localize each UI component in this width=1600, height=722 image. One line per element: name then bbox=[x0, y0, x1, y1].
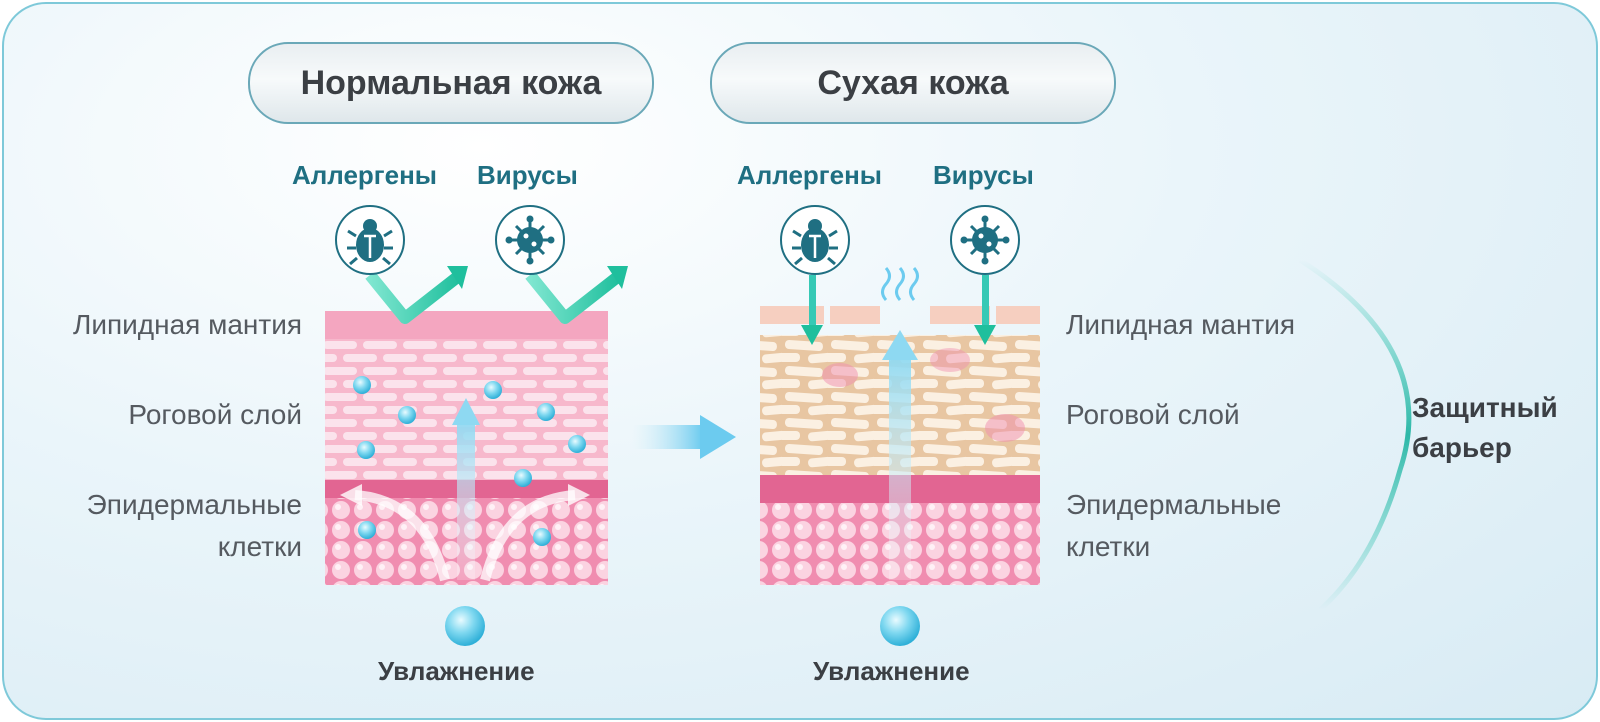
epidermal-label-2: клетки bbox=[217, 531, 302, 562]
normal-skin-block bbox=[325, 266, 628, 585]
dry-skin-title: Сухая кожа bbox=[710, 42, 1116, 124]
normal-skin-title: Нормальная кожа bbox=[248, 42, 654, 124]
lipid-mantle-label: Липидная мантия bbox=[1066, 309, 1296, 340]
epidermal-label: Эпидермальные bbox=[1066, 489, 1282, 520]
dry-skin-block bbox=[760, 267, 1040, 585]
bug-icon bbox=[780, 205, 850, 275]
epidermal-label: Эпидермальные bbox=[86, 489, 302, 520]
barrier-line-1: Защитный bbox=[1412, 392, 1558, 423]
epidermal-label-2: клетки bbox=[1066, 531, 1151, 562]
horny-layer-label: Роговой слой bbox=[1066, 399, 1240, 430]
water-droplets bbox=[353, 376, 586, 546]
viruses-label: Вирусы bbox=[477, 160, 578, 190]
protective-barrier-label: Защитный барьер bbox=[1412, 388, 1558, 468]
virus-icon bbox=[495, 205, 565, 275]
allergens-label: Аллергены bbox=[737, 160, 883, 190]
arrow-icon bbox=[632, 415, 736, 459]
allergens-label: Аллергены bbox=[292, 160, 438, 190]
bug-icon bbox=[335, 205, 405, 275]
viruses-label: Вирусы bbox=[933, 160, 1034, 190]
barrier-line-2: барьер bbox=[1412, 432, 1512, 463]
barrier-arc bbox=[1298, 257, 1412, 612]
horny-layer-label: Роговой слой bbox=[128, 399, 302, 430]
droplet-icon bbox=[880, 606, 920, 646]
virus-icon bbox=[950, 205, 1020, 275]
moisture-label: Увлажнение bbox=[378, 656, 535, 686]
moisture-label: Увлажнение bbox=[813, 656, 970, 686]
lipid-mantle-label: Липидная мантия bbox=[72, 309, 302, 340]
droplet-icon bbox=[445, 606, 485, 646]
